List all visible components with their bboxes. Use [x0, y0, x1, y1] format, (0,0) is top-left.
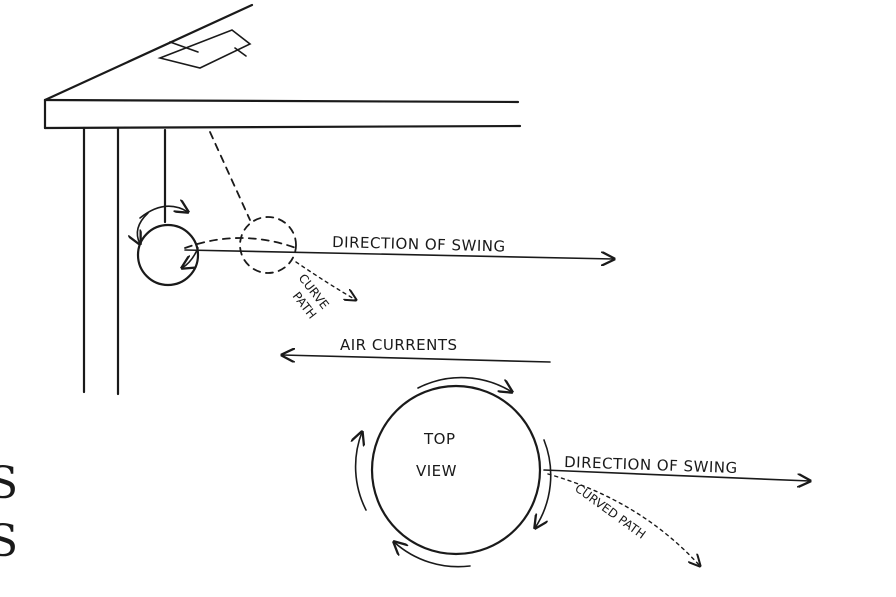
- air-currents-arrow: [282, 355, 551, 363]
- air-currents-label: AIR CURRENTS: [340, 336, 458, 354]
- swung-string: [209, 131, 251, 221]
- swung-bob: [239, 216, 297, 274]
- pendulum-bob-rest: [136, 128, 200, 287]
- roof-plate: [157, 29, 252, 69]
- curve-path-arrow: [295, 261, 356, 300]
- top-label: TOP: [423, 430, 456, 448]
- pendulum-bob: [136, 223, 200, 287]
- beam-top-line: [43, 98, 520, 104]
- rotation-arrow-bottom: [394, 542, 471, 568]
- pendulum-swung: [184, 131, 356, 300]
- spin-arrow-left: [137, 212, 149, 244]
- swing-arc-top: [184, 237, 297, 249]
- beam-bottom-line: [43, 124, 522, 130]
- rotation-arrow-left: [356, 432, 367, 511]
- gallows-frame: [43, 3, 522, 396]
- roof-slope-line: [43, 3, 254, 102]
- curved-path-arrow: [547, 473, 700, 566]
- direction-of-swing-arrow-bottom: [543, 469, 810, 481]
- direction-of-swing-arrow-top: [184, 249, 614, 259]
- spin-arrow-top: [139, 206, 188, 219]
- curved-path-label: CURVED PATH: [572, 481, 648, 542]
- direction-of-swing-label-top: DIRECTION OF SWING: [332, 233, 506, 256]
- cropped-edge-letter-2: S: [0, 516, 19, 567]
- cropped-edge-letter-1: S: [0, 458, 19, 509]
- direction-of-swing-label-bottom: DIRECTION OF SWING: [564, 453, 738, 477]
- top-view-circle: [370, 384, 542, 556]
- rotation-arrow-right: [535, 439, 552, 528]
- rotation-arrow-top: [417, 376, 512, 392]
- top-view: TOP VIEW: [356, 376, 552, 568]
- roof-plate-shape: [157, 29, 252, 69]
- view-label: VIEW: [416, 462, 457, 480]
